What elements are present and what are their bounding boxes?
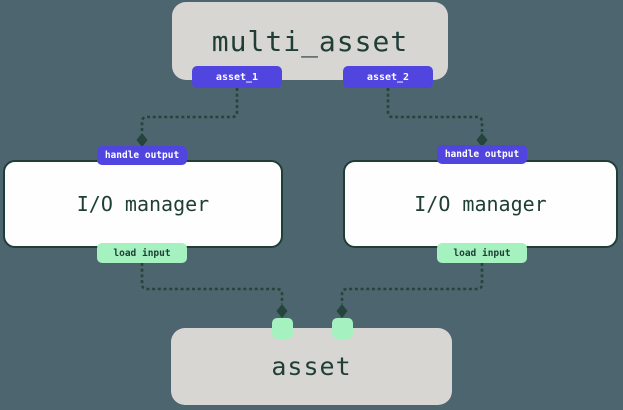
connector-asset2-to-right-io bbox=[386, 88, 484, 133]
badge-handle-output-right: handle output bbox=[437, 145, 527, 164]
badge-asset-2: asset_2 bbox=[343, 66, 433, 88]
arrowhead-diamond bbox=[336, 304, 348, 318]
input-port-left bbox=[272, 318, 293, 339]
connector-right-io-to-asset bbox=[340, 263, 484, 304]
badge-load-input-right-label: load input bbox=[453, 247, 511, 259]
badge-load-input-left-label: load input bbox=[113, 247, 171, 259]
node-io-manager-right: I/O manager bbox=[343, 160, 618, 248]
arrowhead-diamond bbox=[276, 304, 288, 318]
input-port-right bbox=[332, 318, 353, 339]
badge-handle-output-right-label: handle output bbox=[444, 149, 520, 160]
badge-asset-1: asset_1 bbox=[192, 66, 282, 88]
badge-handle-output-left: handle output bbox=[97, 146, 187, 165]
arrowhead-diamond bbox=[476, 133, 488, 147]
connector-asset1-to-left-io bbox=[140, 88, 239, 133]
connector-left-io-to-asset bbox=[140, 263, 284, 304]
badge-load-input-left: load input bbox=[97, 243, 187, 263]
badge-asset-2-label: asset_2 bbox=[366, 71, 410, 83]
badge-asset-1-label: asset_1 bbox=[215, 71, 259, 83]
badge-handle-output-left-label: handle output bbox=[104, 150, 180, 161]
node-io-manager-left-label: I/O manager bbox=[76, 192, 210, 216]
node-asset: asset bbox=[171, 328, 452, 405]
node-multi-asset-label: multi_asset bbox=[211, 24, 409, 58]
badge-load-input-right: load input bbox=[437, 243, 527, 263]
node-io-manager-left: I/O manager bbox=[3, 160, 283, 248]
arrowhead-diamond bbox=[136, 133, 148, 147]
node-asset-label: asset bbox=[271, 352, 352, 381]
node-io-manager-right-label: I/O manager bbox=[414, 192, 547, 216]
